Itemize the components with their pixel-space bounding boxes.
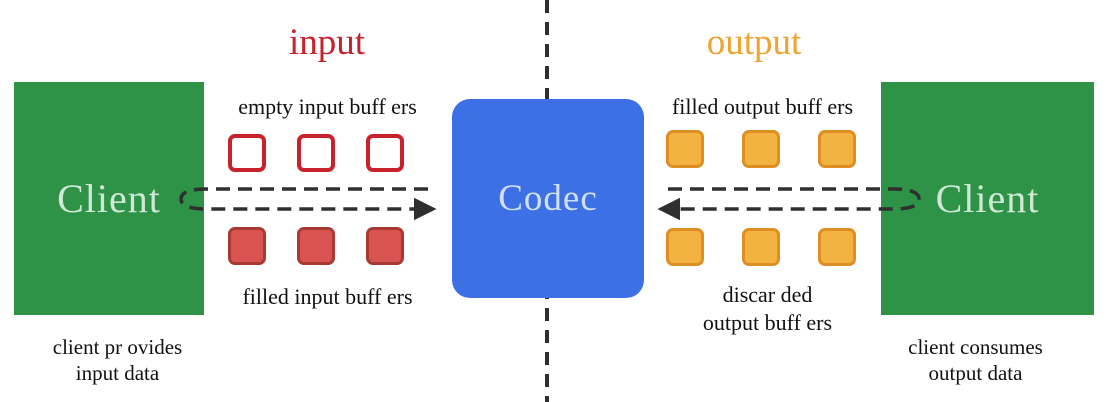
client-left-box: Client bbox=[14, 82, 204, 315]
filled-input-buffer-row bbox=[228, 227, 404, 265]
empty-input-buffer-icon bbox=[366, 134, 404, 172]
discarded-output-buffer-icon bbox=[666, 228, 704, 266]
filled-input-buffer-icon bbox=[297, 227, 335, 265]
filled-output-buffer-icon bbox=[818, 130, 856, 168]
filled-output-buffer-icon bbox=[742, 130, 780, 168]
client-right-box: Client bbox=[881, 82, 1094, 315]
client-right-caption-line1: client consumes bbox=[908, 335, 1043, 359]
filled-input-buffers-label: filled input buff ers bbox=[242, 284, 413, 309]
discarded-output-buffer-icon bbox=[742, 228, 780, 266]
client-right-label: Client bbox=[935, 176, 1040, 221]
discarded-label-line1: discar ded bbox=[722, 282, 813, 307]
client-right-caption-line2: output data bbox=[928, 361, 1023, 386]
input-flow-arrow bbox=[179, 187, 437, 221]
codec-box: Codec bbox=[452, 99, 644, 298]
filled-output-buffer-icon bbox=[666, 130, 704, 168]
client-right-caption: client consumes output data bbox=[868, 334, 1083, 387]
empty-input-buffer-icon bbox=[228, 134, 266, 172]
filled-input-buffer-icon bbox=[228, 227, 266, 265]
discarded-output-buffers-label: discar ded output buff ers bbox=[650, 281, 885, 336]
client-left-caption: client pr ovides input data bbox=[10, 334, 225, 387]
empty-input-buffer-row bbox=[228, 134, 404, 172]
client-left-caption-line1: client pr ovides bbox=[52, 335, 183, 359]
discarded-label-line2: output buff ers bbox=[702, 309, 833, 335]
filled-output-buffers-label: filled output buff ers bbox=[671, 94, 854, 119]
client-left-caption-line2: input data bbox=[75, 361, 160, 386]
client-left-label: Client bbox=[57, 176, 161, 221]
codec-label: Codec bbox=[498, 178, 598, 219]
empty-input-buffers-label: empty input buff ers bbox=[238, 94, 417, 119]
discarded-output-buffer-row bbox=[666, 228, 856, 266]
output-section-title: output bbox=[706, 22, 802, 63]
filled-output-buffer-row bbox=[666, 130, 856, 168]
empty-input-buffer-icon bbox=[297, 134, 335, 172]
discarded-output-buffer-icon bbox=[818, 228, 856, 266]
filled-input-buffer-icon bbox=[366, 227, 404, 265]
input-section-title: input bbox=[288, 22, 366, 63]
